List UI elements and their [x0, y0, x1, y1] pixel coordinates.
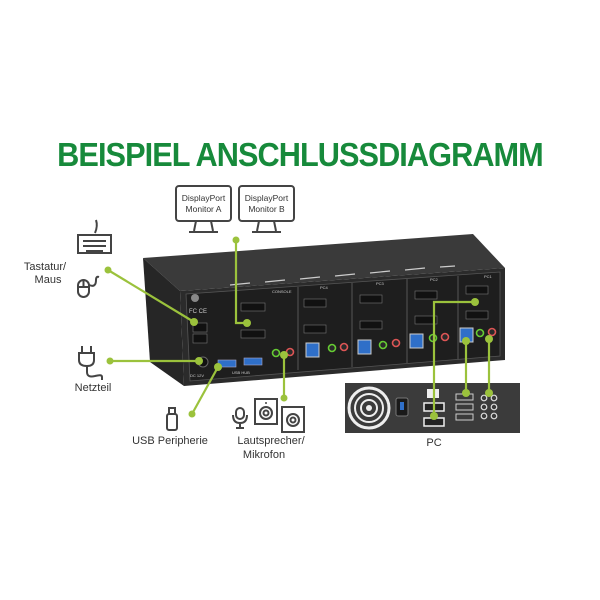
usb-stick-icon	[166, 407, 178, 431]
usb-hub-label: USB HUB	[232, 370, 250, 375]
pc-audio-jacks	[480, 394, 498, 420]
console-label: CONSOLE	[272, 289, 292, 294]
monitor-a-icon: DisplayPort Monitor A	[175, 185, 232, 233]
monitor-a-label-line1: DisplayPort	[182, 193, 226, 203]
pc4-label: PC4	[320, 285, 329, 290]
pc-usb-port	[455, 413, 474, 421]
monitor-b-icon: DisplayPort Monitor B	[238, 185, 295, 233]
speaker-icon	[254, 398, 305, 433]
pc2-label: PC2	[430, 277, 439, 282]
power-plug-icon	[78, 346, 103, 380]
kvm-switch: FC CE CONSOLE PC4 PC3 PC2 PC1 DC 12V USB…	[143, 234, 505, 386]
keyboard-icon	[77, 219, 112, 254]
displayport-port	[240, 302, 266, 312]
power-label: Netzteil	[75, 382, 112, 394]
pc-label: PC	[426, 437, 441, 449]
pc1-label: PC1	[484, 274, 493, 279]
audio-label-line1: Lautsprecher/	[237, 435, 305, 447]
mouse-icon	[77, 275, 100, 298]
pc-back-panel	[345, 383, 520, 433]
keyboard-mouse-label-line2: Maus	[35, 274, 62, 286]
dc-label: DC 12V	[190, 373, 204, 378]
displayport-port	[240, 329, 266, 339]
monitor-a-label-line2: Monitor A	[186, 204, 222, 214]
cert-label: FC CE	[189, 309, 207, 315]
keyboard-mouse-label-line1: Tastatur/	[24, 261, 67, 273]
pc-usb-port	[455, 403, 474, 411]
usb3-port	[243, 357, 263, 366]
usb-peripheral-label: USB Peripherie	[132, 435, 208, 447]
fan-icon	[347, 386, 391, 430]
usb-a-port	[192, 333, 208, 344]
diagram-title: BEISPIEL ANSCHLUSSDIAGRAMM	[57, 136, 544, 173]
pc3-label: PC3	[376, 281, 385, 286]
usb-a-port	[192, 322, 208, 333]
microphone-icon	[232, 407, 248, 429]
connector-lines	[104, 236, 493, 420]
audio-label-line2: Mikrofon	[243, 449, 285, 461]
monitor-b-label-line2: Monitor B	[248, 204, 285, 214]
monitor-b-label-line1: DisplayPort	[245, 193, 289, 203]
